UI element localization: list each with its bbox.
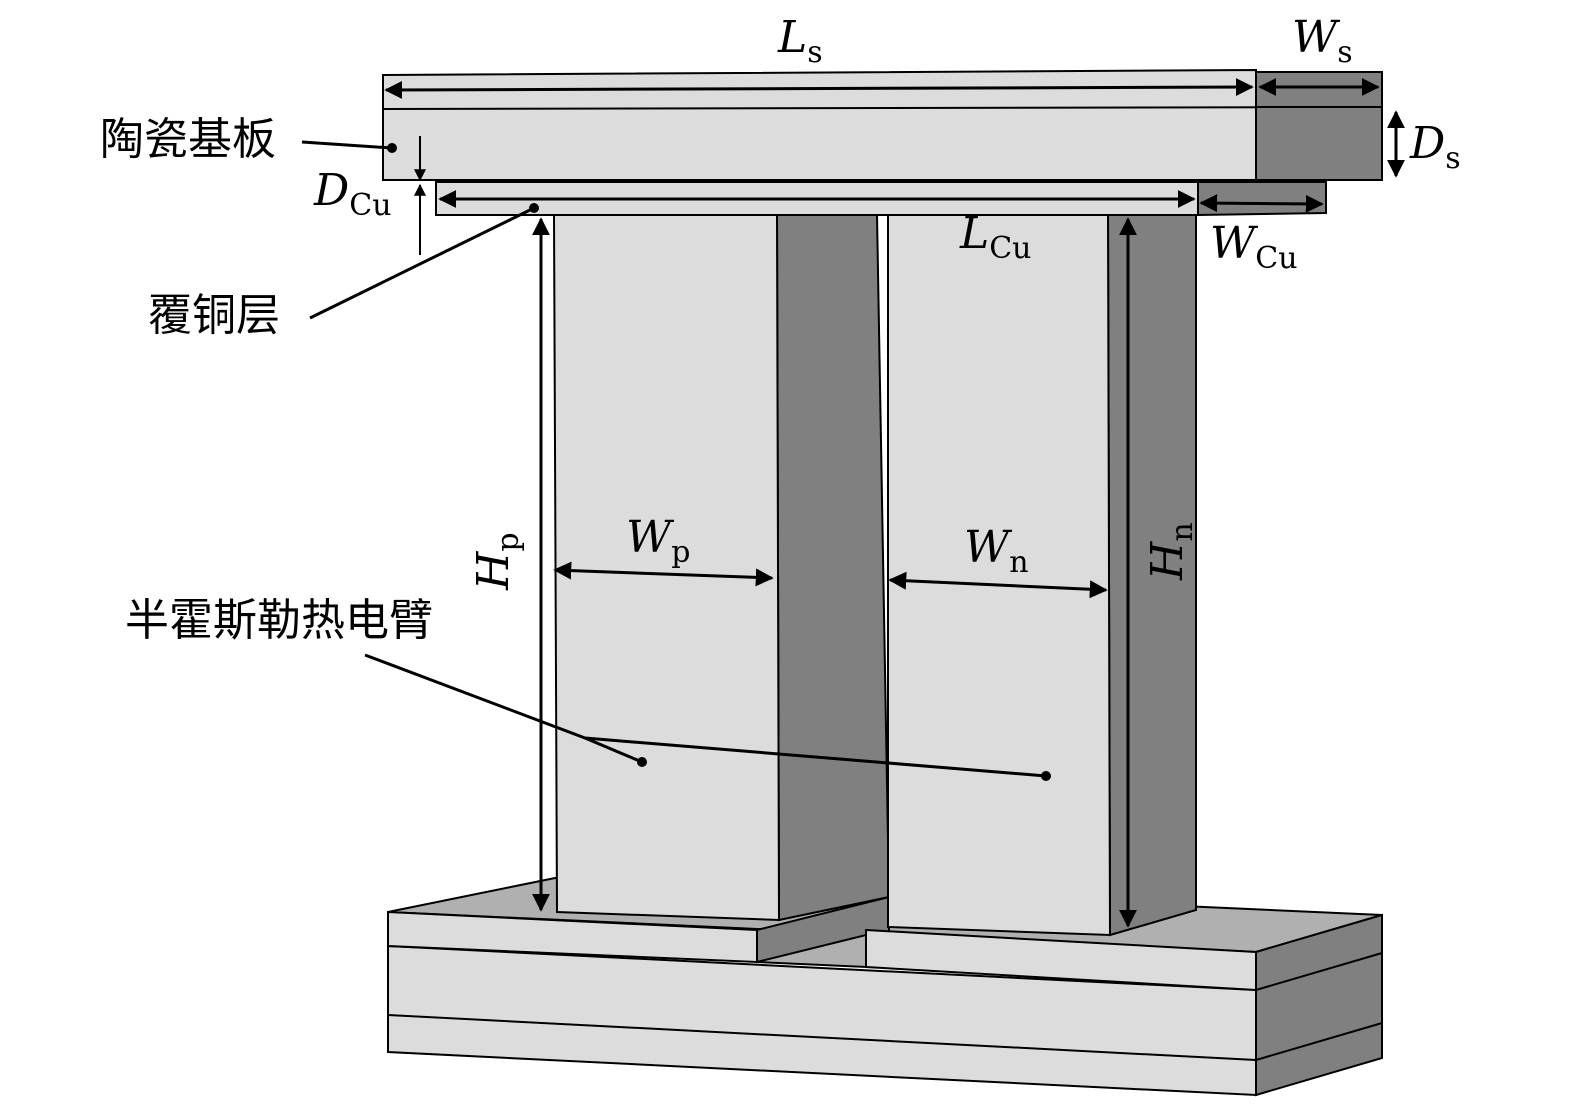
label-WCu: WCu [1210,218,1298,276]
label-DCu: DCu [313,165,392,223]
callout-leaders [301,140,1051,781]
label-Ws: Ws [1292,12,1353,70]
label-LCu: LCu [959,208,1032,266]
label-Ls: Ls [777,12,823,70]
label-Wp: Wp [626,512,690,570]
callout-half-heusler-legs: 半霍斯勒热电臂 [125,595,433,646]
label-Ds: Ds [1409,118,1461,176]
label-Hn: Hn [1142,522,1200,581]
dimension-arrows [384,78,1405,928]
label-Hp: Hp [468,532,526,591]
callout-ceramic-substrate: 陶瓷基板 [100,114,276,165]
p-type-leg [552,214,891,922]
bottom-base [387,876,1383,1097]
bottom-copper-pad-right [865,928,1257,992]
callout-copper-layer: 覆铜层 [148,290,280,341]
label-Wn: Wn [964,522,1029,580]
